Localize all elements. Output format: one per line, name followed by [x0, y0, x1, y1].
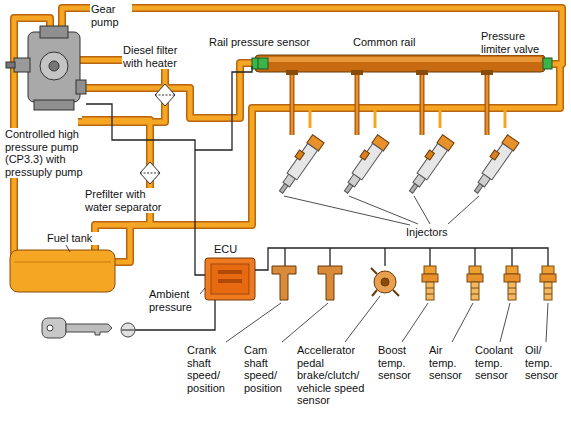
sensor-label: Air temp. sensor [428, 344, 472, 382]
leader-line [284, 196, 479, 225]
leader-line [226, 296, 548, 342]
part-label: Pressure limiter valve [480, 30, 552, 55]
part-label: Gear pump [90, 3, 132, 28]
sensor-label: Accellerator pedal brake/clutch/ vehicle… [296, 344, 380, 407]
injector [274, 134, 519, 196]
common-rail [255, 55, 545, 75]
prefilter [140, 162, 160, 184]
ecu-box [205, 258, 255, 300]
temp-sensor [422, 266, 556, 300]
high-pressure-pipe [292, 71, 487, 135]
fuel-tank [10, 245, 115, 292]
high-pressure-pipe [292, 71, 487, 135]
rail-pressure-sensor [252, 58, 268, 69]
part-label: Ambient pressure [148, 288, 200, 313]
crank-sensor [272, 266, 296, 300]
part-label: Diesel filter with heater [122, 44, 196, 69]
part-label: Injectors [405, 226, 467, 239]
part-label: ECU [213, 243, 245, 256]
high-pressure-pump [6, 26, 86, 110]
part-label: Controlled high pressure pump (CP3.3) wi… [4, 128, 98, 178]
sensor-label: Crank shaft speed/ position [186, 344, 236, 394]
part-label: Common rail [352, 36, 424, 49]
pressure-limiter-valve [543, 58, 552, 69]
sensor-label: Coolant temp. sensor [474, 344, 524, 382]
leader-line [200, 288, 205, 294]
sensor-label: Boost temp. sensor [377, 344, 421, 382]
cam-sensor [318, 266, 342, 300]
sensor-label: Cam shaft speed/ position [243, 344, 293, 394]
pedal-sensor [371, 268, 399, 296]
sensor-label: Oil/ temp. sensor [524, 344, 568, 382]
part-label: Prefilter with water separator [84, 188, 176, 213]
ignition-key [42, 318, 135, 338]
diesel-filter [155, 84, 175, 106]
part-label: Fuel tank [46, 232, 108, 245]
return-line [310, 108, 505, 128]
part-label: Rail pressure sensor [208, 36, 320, 49]
